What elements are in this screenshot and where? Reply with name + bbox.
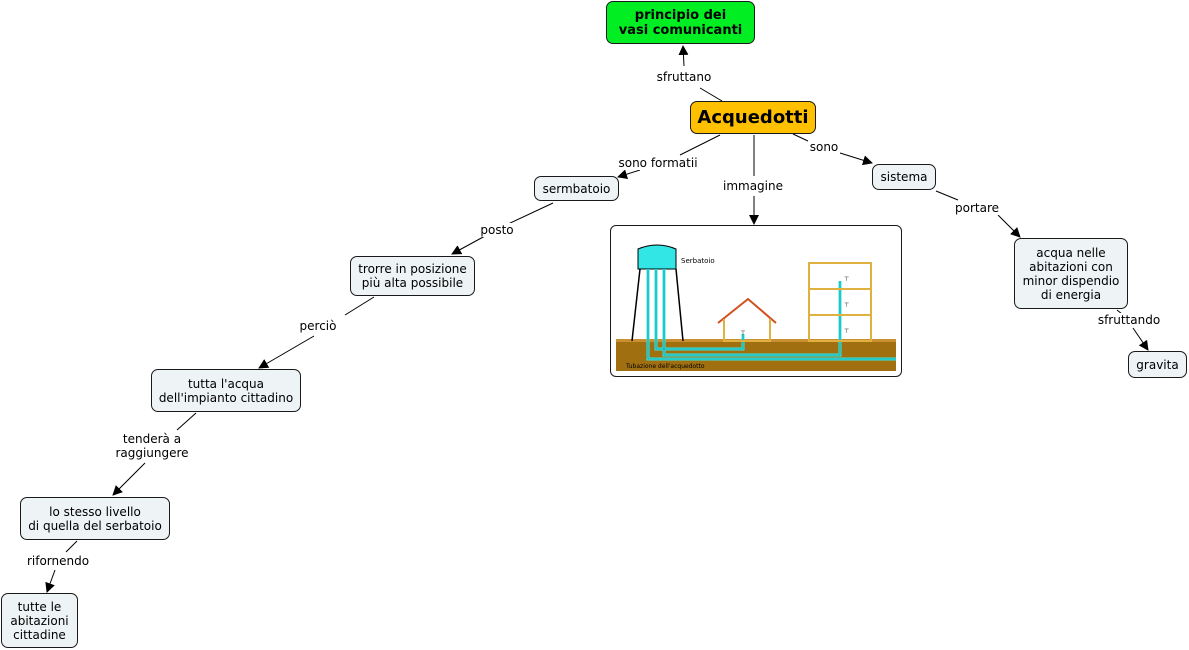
label-sono-formatii: sono formatii [617,156,699,170]
tower-leg-right [675,268,684,342]
node-gravita[interactable]: gravita [1128,351,1187,378]
node-principio-vasi-comunicanti[interactable]: principio dei vasi comunicanti [606,1,755,44]
tower-leg-left [631,268,641,342]
label-portare: portare [953,201,1001,215]
node-acqua-nelle-abitazioni[interactable]: acqua nelle abitazioni con minor dispend… [1014,238,1128,309]
link-sono-formatii-line-a [679,134,721,156]
svg-text:⊤: ⊤ [740,330,745,337]
link-rifornendo-line-a [65,540,78,553]
link-percio-line-b [258,335,315,369]
node-stesso-livello[interactable]: lo stesso livello di quella del serbatoi… [20,497,170,540]
link-portare-line-a [935,190,959,201]
label-posto: posto [479,223,515,237]
serbatoio-label: Serbatoio [681,257,715,265]
node-tutta-acqua[interactable]: tutta l'acqua dell'impianto cittadino [151,369,301,412]
link-tendera-line-b [112,462,146,496]
label-percio: perciò [298,319,338,333]
svg-text:⊤: ⊤ [844,276,849,283]
apartment-building [808,262,872,342]
node-torre-posizione[interactable]: trorre in posizione più alta possibile [350,256,475,296]
aqueduct-drawing: Serbatoio ⊤ ⊤ ⊤ ⊤ Tubazione dell'acquedo… [616,231,896,371]
link-percio-line-a [344,296,375,316]
link-tendera-line-a [176,412,197,431]
label-sono: sono [808,140,840,154]
label-tendera: tenderà a raggiungere [114,432,190,460]
link-sono-formatii-line-b [617,169,641,180]
label-sfruttano: sfruttano [655,70,713,84]
aqueduct-illustration: Serbatoio ⊤ ⊤ ⊤ ⊤ Tubazione dell'acquedo… [610,225,902,377]
label-rifornendo: rifornendo [25,554,91,568]
link-sono-line-a [792,133,809,142]
link-sfruttando-line-b [1132,327,1149,351]
node-tutte-abitazioni[interactable]: tutte le abitazioni cittadine [1,593,78,648]
link-posto-line-b [451,235,486,255]
link-posto-line-a [507,202,554,225]
node-sermbatoio[interactable]: sermbatoio [534,176,619,201]
link-rifornendo-line-b [45,569,56,593]
label-sfruttando: sfruttando [1096,313,1162,327]
svg-text:⊤: ⊤ [844,302,849,309]
node-sistema[interactable]: sistema [872,164,936,190]
label-immagine: immagine [721,179,785,193]
pipeline-caption: Tubazione dell'acquedotto [625,363,705,370]
house-roof [717,297,777,324]
svg-text:⊤: ⊤ [844,328,849,335]
link-sono-line-b [839,152,873,166]
link-sfruttano-line-a [699,87,723,102]
link-portare-line-b [997,214,1021,238]
link-sfruttano-line-b [678,45,689,67]
node-acquedotti[interactable]: Acquedotti [690,101,816,134]
water-tank [637,244,677,270]
house-walls [723,319,771,342]
